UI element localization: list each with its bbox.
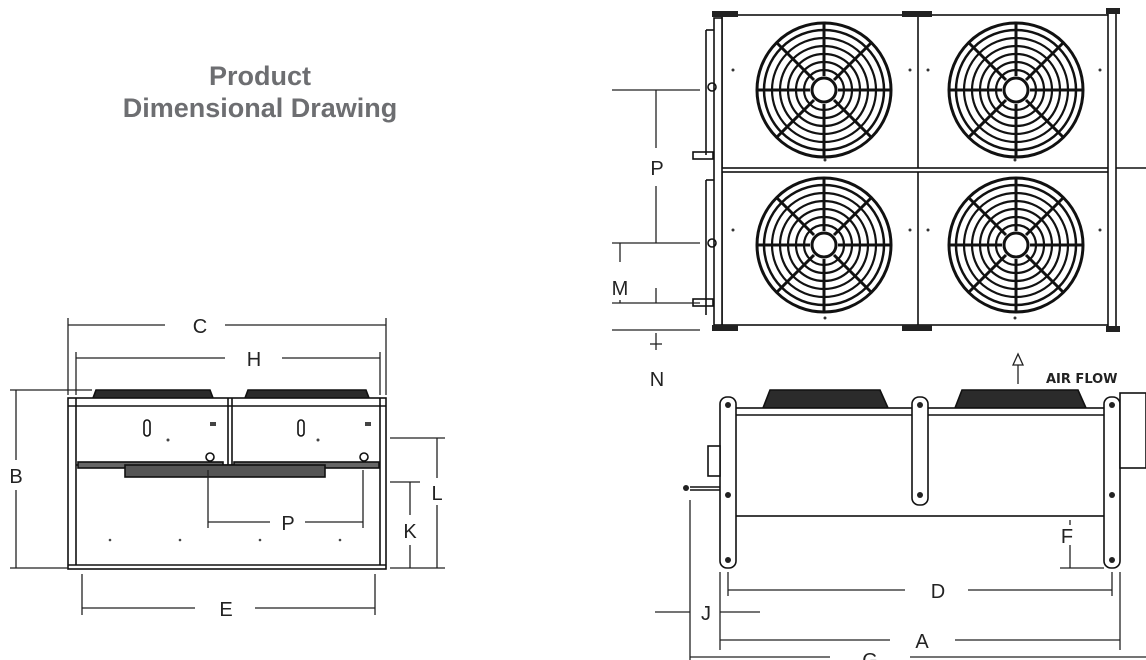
fan-guard-icon	[947, 176, 1085, 314]
dim-label-m: M	[612, 278, 629, 300]
dim-label-k: K	[403, 521, 417, 543]
dim-label-h: H	[247, 349, 261, 371]
airflow-label: AIR FLOW	[1046, 372, 1118, 387]
fan-guard-icon	[947, 21, 1085, 159]
dim-label-d: D	[931, 581, 945, 603]
airflow-arrow-icon	[1011, 352, 1025, 384]
dim-label-n: N	[650, 369, 664, 391]
drawing-title: Product Dimensional Drawing	[90, 60, 430, 124]
dim-label-g: G	[862, 650, 878, 660]
dim-label-l: L	[431, 483, 442, 505]
fan-guard-icon	[755, 21, 893, 159]
title-line-2: Dimensional Drawing	[122, 93, 398, 123]
top-view	[612, 8, 1146, 350]
front-view	[10, 318, 445, 615]
fan-guard-icon	[755, 176, 893, 314]
dim-label-e: E	[219, 599, 232, 621]
dim-label-j: J	[701, 603, 711, 625]
dim-label-f: F	[1061, 526, 1073, 548]
dim-label-p-top: P	[650, 158, 663, 180]
title-line-1: Product	[208, 61, 311, 91]
dim-label-a: A	[915, 631, 929, 653]
dim-label-p-front: P	[281, 513, 294, 535]
dim-label-b: B	[9, 466, 22, 488]
dim-label-c: C	[193, 316, 207, 338]
side-view	[655, 352, 1146, 660]
